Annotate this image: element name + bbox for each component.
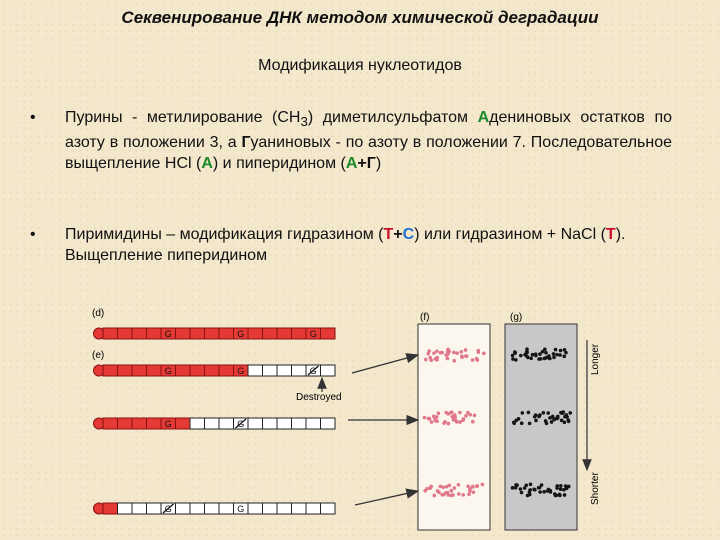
nucleotide-segment (247, 364, 263, 377)
nucleotide-segment (262, 327, 278, 340)
nucleotide-segment (291, 364, 307, 377)
nucleotide-segment (131, 502, 147, 515)
dna-strand: GG (93, 502, 336, 515)
nucleotide-segment (247, 327, 263, 340)
nucleotide-segment (117, 364, 133, 377)
guanine-label: G (237, 504, 244, 514)
nucleotide-segment (320, 327, 336, 340)
nucleotide-segment (102, 327, 118, 340)
slide-title: Секвенирование ДНК методом химической де… (121, 8, 599, 27)
nucleotide-segment (276, 364, 292, 377)
nucleotide-segment (102, 502, 118, 515)
nucleotide-segment (305, 502, 321, 515)
nucleotide-segment (204, 502, 220, 515)
nucleotide-segment (117, 417, 133, 430)
nucleotide-segment (175, 327, 191, 340)
panel-d-label: (d) (92, 308, 104, 319)
nucleotide-segment (262, 364, 278, 377)
nucleotide-segment (218, 364, 234, 377)
nucleotide-segment (204, 417, 220, 430)
cleavage-mark (235, 418, 247, 429)
nucleotide-segment (131, 417, 147, 430)
nucleotide-segment (218, 502, 234, 515)
bullet-dot: • (30, 109, 36, 126)
nucleotide-segment (291, 327, 307, 340)
nucleotide-segment (117, 502, 133, 515)
nucleotide-segment (276, 502, 292, 515)
guanine-label: G (165, 366, 172, 376)
nucleotide-segment (131, 327, 147, 340)
nucleotide-segment (204, 364, 220, 377)
guanine-label: G (165, 419, 172, 429)
nucleotide-segment (189, 417, 205, 430)
bullet-pyrimidines: • Пиримидины – модификация гидразином (Т… (30, 224, 672, 268)
nucleotide-segment (204, 327, 220, 340)
slide-subtitle: Модификация нуклеотидов (258, 57, 462, 74)
panel-g-label: (g) (510, 312, 522, 323)
nucleotide-segment (262, 417, 278, 430)
bullet-text: Пурины - метилирование (CH3) диметилсуль… (65, 109, 673, 173)
nucleotide-segment (146, 364, 162, 377)
nucleotide-segment (320, 417, 336, 430)
panel-e-label: (e) (92, 350, 104, 361)
guanine-label: G (310, 329, 317, 339)
nucleotide-segment (262, 502, 278, 515)
gel-band-pink (423, 482, 485, 498)
nucleotide-segment (189, 502, 205, 515)
nucleotide-segment (131, 364, 147, 377)
nucleotide-segment (175, 417, 191, 430)
nucleotide-segment (291, 502, 307, 515)
nucleotide-segment (276, 327, 292, 340)
gel-band-dark (511, 410, 573, 426)
nucleotide-segment (276, 417, 292, 430)
gel-band-pink (423, 347, 486, 363)
dna-strands: GGGGGGGGGG (93, 327, 336, 515)
bullet-purines: • Пурины - метилирование (CH3) диметилсу… (30, 107, 672, 193)
panel-f-label: (f) (420, 312, 429, 323)
nucleotide-segment (146, 327, 162, 340)
gel-bands (422, 347, 573, 498)
nucleotide-segment (247, 417, 263, 430)
nucleotide-segment (175, 502, 191, 515)
nucleotide-segment (305, 417, 321, 430)
longer-label: Longer (590, 343, 601, 375)
shorter-label: Shorter (590, 472, 601, 505)
guanine-label: G (237, 329, 244, 339)
gel-band-pink (422, 410, 477, 426)
bullet-dot: • (30, 226, 36, 243)
gel-band-dark (510, 482, 571, 498)
nucleotide-segment (291, 417, 307, 430)
gel-band-dark (510, 347, 568, 362)
cleavage-mark (162, 503, 174, 514)
destroyed-label: Destroyed (296, 392, 342, 403)
nucleotide-segment (218, 417, 234, 430)
guanine-label: G (237, 366, 244, 376)
nucleotide-segment (117, 327, 133, 340)
bullet-text: Пиримидины – модификация гидразином (Т+С… (65, 226, 626, 264)
nucleotide-segment (102, 364, 118, 377)
nucleotide-segment (102, 417, 118, 430)
nucleotide-segment (189, 364, 205, 377)
dna-strand: GG (93, 417, 336, 430)
guanine-label: G (165, 329, 172, 339)
nucleotide-segment (320, 364, 336, 377)
nucleotide-segment (247, 502, 263, 515)
nucleotide-segment (320, 502, 336, 515)
nucleotide-segment (175, 364, 191, 377)
arrow-to-gel-1 (351, 353, 420, 374)
arrow-to-gel-3 (354, 488, 420, 506)
nucleotide-segment (218, 327, 234, 340)
nucleotide-segment (189, 327, 205, 340)
dna-strand: GGG (93, 364, 336, 377)
cleavage-mark (307, 365, 319, 376)
nucleotide-segment (146, 417, 162, 430)
nucleotide-segment (146, 502, 162, 515)
